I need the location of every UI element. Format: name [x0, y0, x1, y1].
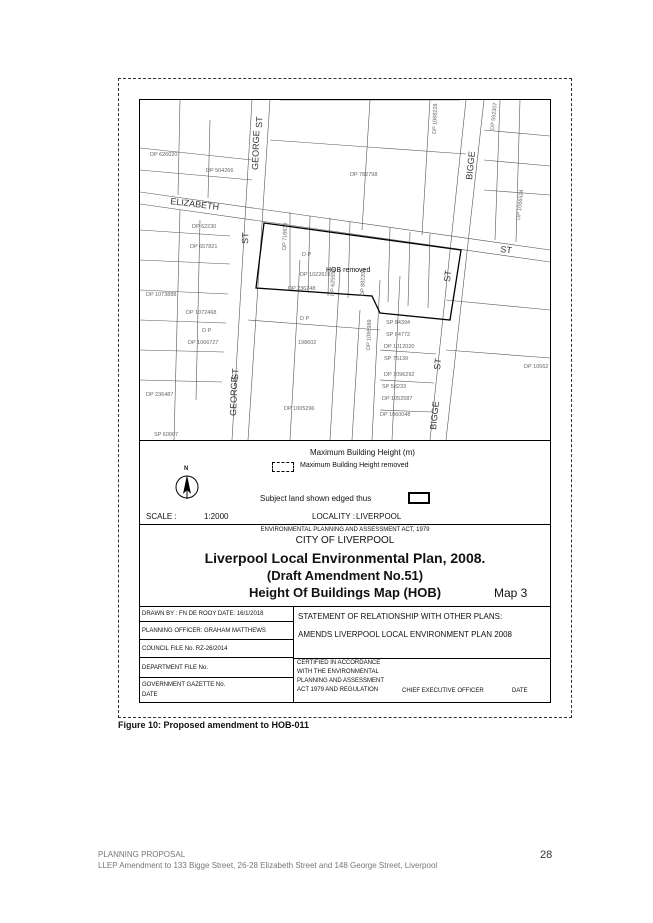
locality-label: LOCALITY : — [312, 512, 355, 521]
certified-line-3: PLANNING AND ASSESSMENT — [297, 678, 385, 684]
lot-label: DP 236248 — [288, 286, 315, 292]
lot-label: DP 1073888 — [146, 292, 176, 298]
lot-label: DP 657821 — [190, 244, 217, 250]
lot-label: DP 626020 — [150, 152, 177, 158]
lot-label: 198602 — [298, 340, 316, 346]
lot-label: SP 60907 — [154, 432, 178, 438]
footer-subtitle: LLEP Amendment to 133 Bigge Street, 26-2… — [98, 861, 438, 870]
lot-label: DP 1086989 — [366, 319, 373, 350]
scale-label: SCALE : — [146, 512, 177, 521]
ceo-date-label: DATE — [512, 688, 528, 694]
street-label-st: ST — [500, 244, 513, 255]
street-label-george-top: GEORGE — [250, 130, 261, 170]
footer-title: PLANNING PROPOSAL — [98, 850, 186, 859]
act-title: ENVIRONMENTAL PLANNING AND ASSESSMENT AC… — [260, 527, 430, 533]
map-drawing: GEORGE ST ELIZABETH ST BIGGE ST GEORGE S… — [140, 100, 550, 440]
north-label: N — [184, 466, 189, 472]
figure-frame — [118, 78, 572, 718]
lot-label: SP 84394 — [386, 320, 410, 326]
government-gazette: GOVERNMENT GAZETTE No. — [142, 682, 226, 688]
lot-label: DP 1072468 — [186, 310, 216, 316]
map-legend: Maximum Building Height (m) Maximum Buil… — [140, 440, 550, 525]
subject-land-swatch — [408, 492, 430, 504]
lot-label: DP 882208 — [360, 268, 367, 296]
north-arrow-icon — [175, 475, 199, 499]
street-label-st: ST — [442, 269, 453, 282]
certified-line-2: WITH THE ENVIRONMENTAL — [297, 669, 379, 675]
lot-label: DP 625559 — [330, 268, 337, 296]
lot-label: DP 504266 — [206, 168, 233, 174]
lot-label: DP 236487 — [146, 392, 173, 398]
certified-line-1: CERTIFIED IN ACCORDANCE — [297, 660, 381, 666]
lot-label: DP 1068228 — [432, 103, 439, 134]
lot-label: DP 62230 — [192, 224, 216, 230]
amendment-title: (Draft Amendment No.51) — [266, 568, 424, 583]
street-label-elizabeth: ELIZABETH — [170, 196, 220, 212]
street-label-st: ST — [432, 357, 443, 370]
lot-label: DP 1066524 — [516, 189, 525, 220]
lot-label: D P — [202, 328, 212, 334]
lot-label: DP 716633 — [282, 222, 289, 250]
council-name: CITY OF LIVERPOOL — [295, 535, 395, 546]
figure-caption: Figure 10: Proposed amendment to HOB-011 — [118, 720, 310, 730]
council-file: COUNCIL FILE No. RZ-26/2014 — [140, 640, 293, 658]
street-label-bigge-bottom: BIGGE — [428, 401, 441, 430]
lot-label: DP 1066727 — [188, 340, 218, 346]
lot-label: DP 1096292 — [384, 372, 414, 378]
locality-value: LIVERPOOL — [356, 512, 402, 521]
scale-value: 1:2000 — [204, 512, 229, 521]
lot-label: SP 75139 — [384, 356, 408, 362]
amends-statement: AMENDS LIVERPOOL LOCAL ENVIRONMENT PLAN … — [298, 630, 512, 639]
street-label-st: ST — [240, 232, 250, 244]
legend-heading: Maximum Building Height (m) — [310, 448, 415, 457]
lot-label: D P — [302, 252, 312, 258]
planning-officer: PLANNING OFFICER: GRAHAM MATTHEWS — [140, 622, 293, 640]
lot-label: SP 58233 — [382, 384, 406, 390]
lot-label: SP 64772 — [386, 332, 410, 338]
lot-label: DP 10562 — [524, 364, 548, 370]
plan-title: Liverpool Local Environmental Plan, 2008… — [204, 550, 486, 566]
lot-label: DP 1022619 — [300, 272, 330, 278]
street-label-st: ST — [230, 368, 240, 380]
legend-subject-label: Subject land shown edged thus — [260, 494, 372, 503]
map-sheet: GEORGE ST ELIZABETH ST BIGGE ST GEORGE S… — [139, 99, 551, 703]
removed-height-swatch — [272, 462, 294, 472]
street-label-st: ST — [254, 116, 264, 128]
lot-label: DP 592307 — [490, 102, 499, 130]
certified-line-4: ACT 1979 AND REGULATION — [297, 687, 379, 693]
department-file: DEPARTMENT FILE No. — [140, 658, 293, 678]
info-rule — [293, 658, 550, 659]
lot-label: DP 1060048 — [380, 412, 410, 418]
ceo-label: CHIEF EXECUTIVE OFFICER — [402, 688, 484, 694]
street-label-bigge-top: BIGGE — [464, 151, 477, 180]
info-divider — [293, 606, 294, 702]
hob-removed-label: HOB removed — [326, 267, 370, 274]
map-number: Map 3 — [494, 586, 528, 600]
title-block: ENVIRONMENTAL PLANNING AND ASSESSMENT AC… — [140, 524, 550, 607]
legend-removed-label: Maximum Building Height removed — [300, 462, 409, 469]
lot-label: D P — [300, 316, 310, 322]
drawn-by: DRAWN BY : FN DE ROOY DATE: 16/1/2018 — [140, 606, 293, 622]
info-table: DRAWN BY : FN DE ROOY DATE: 16/1/2018 PL… — [140, 606, 550, 702]
cadastral-map: GEORGE ST ELIZABETH ST BIGGE ST GEORGE S… — [140, 100, 550, 441]
gazette-date: DATE — [142, 692, 158, 698]
lot-label: DP 1012020 — [384, 344, 414, 350]
statement-heading: STATEMENT OF RELATIONSHIP WITH OTHER PLA… — [298, 612, 503, 621]
subject-land-outline — [255, 222, 462, 321]
lot-label: DP 782798 — [350, 172, 377, 178]
street-label-george-bottom: GEORGE — [228, 376, 239, 416]
map-title: Height Of Buildings Map (HOB) — [248, 585, 442, 600]
lot-label: DP 1005296 — [284, 406, 314, 412]
page-footer: PLANNING PROPOSAL LLEP Amendment to 133 … — [98, 850, 437, 872]
lot-label: DP 1052587 — [382, 396, 412, 402]
page-number: 28 — [540, 849, 553, 861]
